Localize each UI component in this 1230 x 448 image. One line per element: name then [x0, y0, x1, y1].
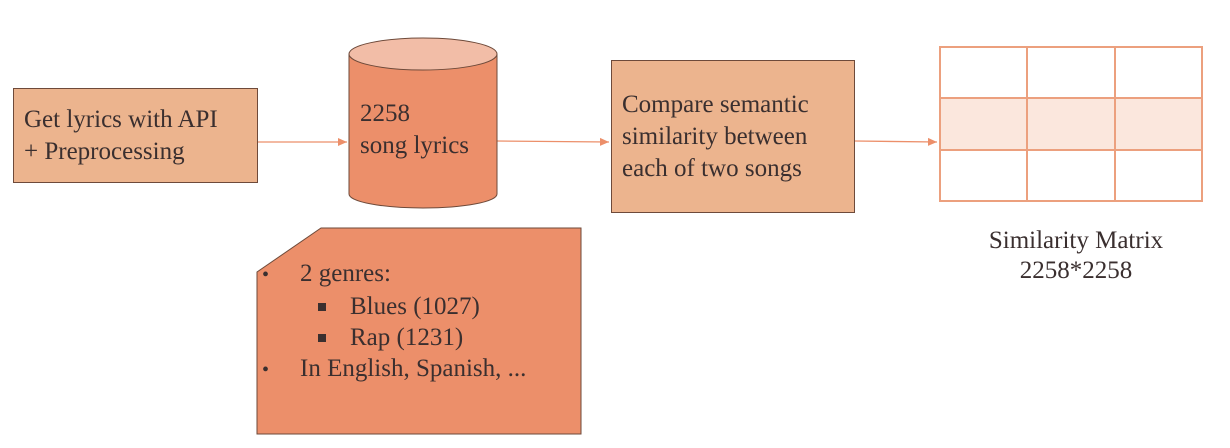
- compare-box: Compare semantic similarity between each…: [611, 60, 855, 213]
- dataset-note: • 2 genres: Blues (1027) Rap (1231) • In…: [262, 258, 526, 386]
- matrix-cell-highlighted: [1114, 98, 1202, 150]
- matrix-cell: [1114, 47, 1202, 99]
- matrix-cell: [940, 47, 1028, 99]
- note-item-genres: • 2 genres:: [262, 258, 526, 291]
- note-card-shape: [256, 227, 582, 435]
- bullet-icon: •: [262, 359, 270, 381]
- database-subject: song lyrics: [360, 132, 470, 159]
- matrix-cell: [1027, 47, 1115, 99]
- square-bullet-icon: [318, 334, 350, 345]
- compare-line-3: each of two songs: [622, 154, 802, 182]
- bullet-icon: •: [262, 264, 270, 286]
- matrix-caption: Similarity Matrix 2258*2258: [939, 226, 1213, 286]
- note-subitem-blues: Blues (1027): [262, 291, 526, 322]
- matrix-cell: [1114, 149, 1202, 201]
- note-item-languages: • In English, Spanish, ...: [262, 353, 526, 386]
- note-subitem-text: Rap (1231): [350, 324, 464, 351]
- similarity-matrix-grid: [939, 46, 1203, 202]
- database-count: 2258: [360, 100, 410, 127]
- arrow-db-to-compare: [496, 137, 610, 146]
- database-cylinder: [348, 37, 498, 209]
- database-label: 2258 song lyrics: [360, 98, 469, 162]
- matrix-title: Similarity Matrix: [988, 227, 1164, 254]
- get-lyrics-line-1: Get lyrics with API: [24, 105, 218, 133]
- matrix-cell: [1027, 149, 1115, 201]
- compare-line-2: similarity between: [622, 122, 808, 150]
- square-bullet-icon: [318, 303, 350, 314]
- note-item-text: In English, Spanish, ...: [300, 355, 527, 382]
- note-item-text: 2 genres:: [300, 260, 391, 287]
- matrix-cell-highlighted: [1027, 98, 1115, 150]
- get-lyrics-line-2: + Preprocessing: [24, 137, 185, 165]
- matrix-size: 2258*2258: [1019, 257, 1133, 284]
- compare-line-1: Compare semantic: [622, 90, 809, 118]
- matrix-cell-highlighted: [940, 98, 1028, 150]
- arrow-compare-to-matrix: [854, 137, 938, 146]
- matrix-cell: [940, 149, 1028, 201]
- note-subitem-rap: Rap (1231): [262, 322, 526, 353]
- note-subitem-text: Blues (1027): [350, 293, 480, 320]
- get-lyrics-box: Get lyrics with API + Preprocessing: [13, 88, 258, 183]
